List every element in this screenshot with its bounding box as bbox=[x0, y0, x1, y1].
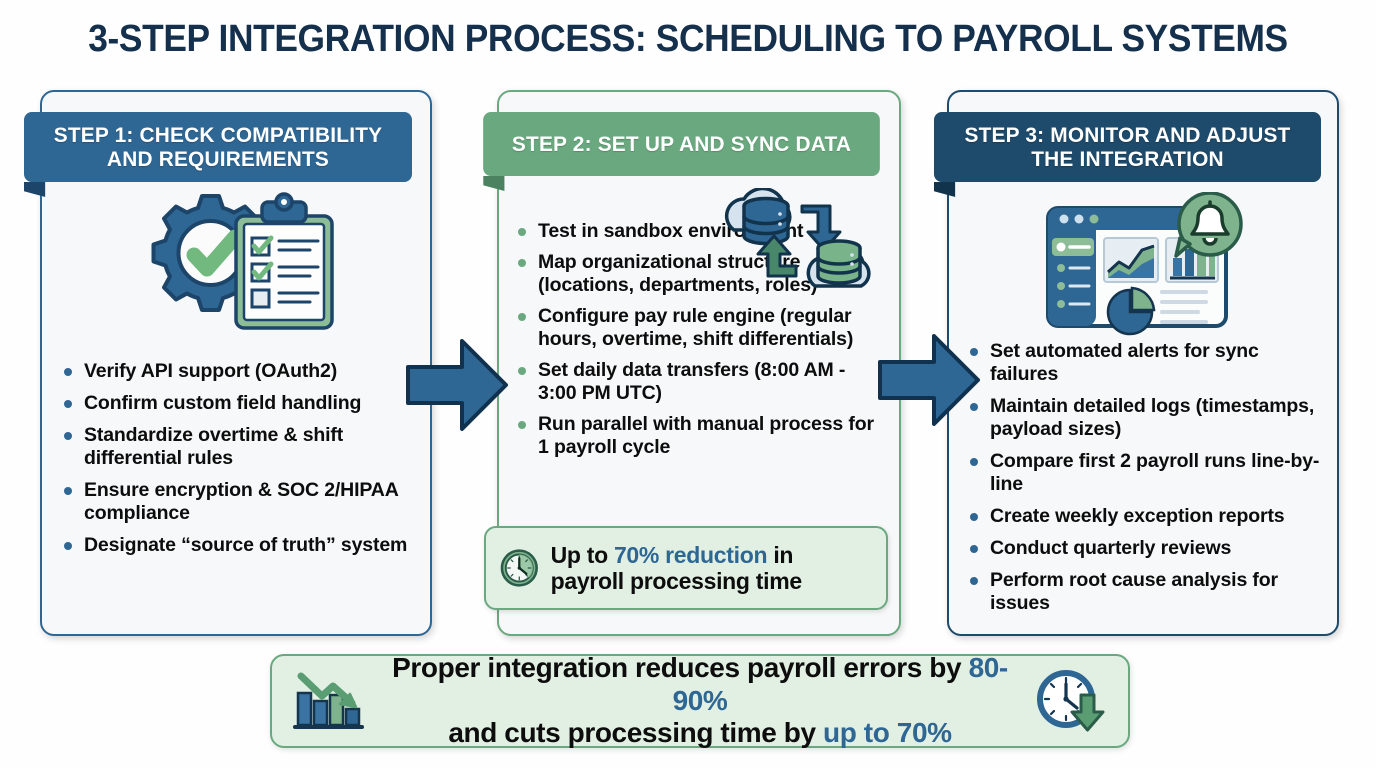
list-item: Map organizational structure (locations,… bbox=[516, 251, 886, 297]
step-3-header: STEP 3: MONITOR AND ADJUST THE INTEGRATI… bbox=[933, 112, 1322, 197]
list-item: Create weekly exception reports bbox=[968, 505, 1320, 528]
step-1-header: STEP 1: CHECK COMPATIBILITY AND REQUIREM… bbox=[24, 112, 412, 197]
list-item: Set daily data transfers (8:00 AM - 3:00… bbox=[516, 359, 886, 405]
list-item: Set automated alerts for sync failures bbox=[968, 340, 1320, 386]
step-1-bullet-list: Verify API support (OAuth2) Confirm cust… bbox=[62, 360, 412, 566]
list-item: Perform root cause analysis for issues bbox=[968, 569, 1320, 615]
banner-highlight-errors: 80-90% bbox=[672, 652, 1009, 716]
summary-banner-text: Proper integration reduces payroll error… bbox=[392, 652, 1009, 749]
step-2-callout: Up to 70% reduction in payroll processin… bbox=[484, 526, 888, 610]
list-item: Ensure encryption & SOC 2/HIPAA complian… bbox=[62, 479, 412, 525]
gear-check-clipboard-icon bbox=[151, 192, 334, 330]
callout-highlight: 70% reduction bbox=[613, 542, 768, 569]
list-item: Configure pay rule engine (regular hours… bbox=[516, 305, 886, 351]
dashboard-bell-icon bbox=[1046, 192, 1243, 336]
step-3-header-text: STEP 3: MONITOR AND ADJUST THE INTEGRATI… bbox=[964, 122, 1291, 172]
step-2-header-text: STEP 2: SET UP AND SYNC DATA bbox=[511, 131, 852, 156]
list-item: Designate “source of truth” system bbox=[62, 534, 412, 557]
step-2-bullet-list: Test in sandbox environment Map organiza… bbox=[516, 220, 886, 467]
ribbon-fold bbox=[483, 176, 505, 191]
summary-banner: Proper integration reduces payroll error… bbox=[270, 652, 1130, 749]
list-item: Run parallel with manual process for 1 p… bbox=[516, 413, 886, 459]
banner-highlight-time: up to 70% bbox=[823, 717, 952, 749]
list-item: Compare first 2 payroll runs line-by-lin… bbox=[968, 450, 1320, 496]
ribbon-fold bbox=[24, 182, 46, 197]
cloud-database-sync-icon bbox=[724, 188, 871, 288]
step-3-bullet-list: Set automated alerts for sync failures M… bbox=[968, 340, 1320, 624]
list-item: Confirm custom field handling bbox=[62, 392, 412, 415]
step-1-header-text: STEP 1: CHECK COMPATIBILITY AND REQUIREM… bbox=[53, 122, 383, 172]
clock-icon bbox=[500, 549, 538, 587]
callout-text: Up to 70% reduction in payroll processin… bbox=[550, 542, 803, 594]
clock-down-arrow-icon bbox=[1037, 670, 1105, 732]
list-item: Standardize overtime & shift differentia… bbox=[62, 424, 412, 470]
list-item: Verify API support (OAuth2) bbox=[62, 360, 412, 383]
step-2-header: STEP 2: SET UP AND SYNC DATA bbox=[483, 112, 880, 191]
arrow-right-icon bbox=[878, 334, 980, 426]
declining-bar-chart-icon bbox=[293, 672, 364, 729]
list-item: Maintain detailed logs (timestamps, payl… bbox=[968, 395, 1320, 441]
ribbon-fold bbox=[933, 182, 956, 197]
list-item: Conduct quarterly reviews bbox=[968, 537, 1320, 560]
page-title: 3-STEP INTEGRATION PROCESS: SCHEDULING T… bbox=[88, 18, 1288, 60]
arrow-right-icon bbox=[406, 339, 508, 431]
